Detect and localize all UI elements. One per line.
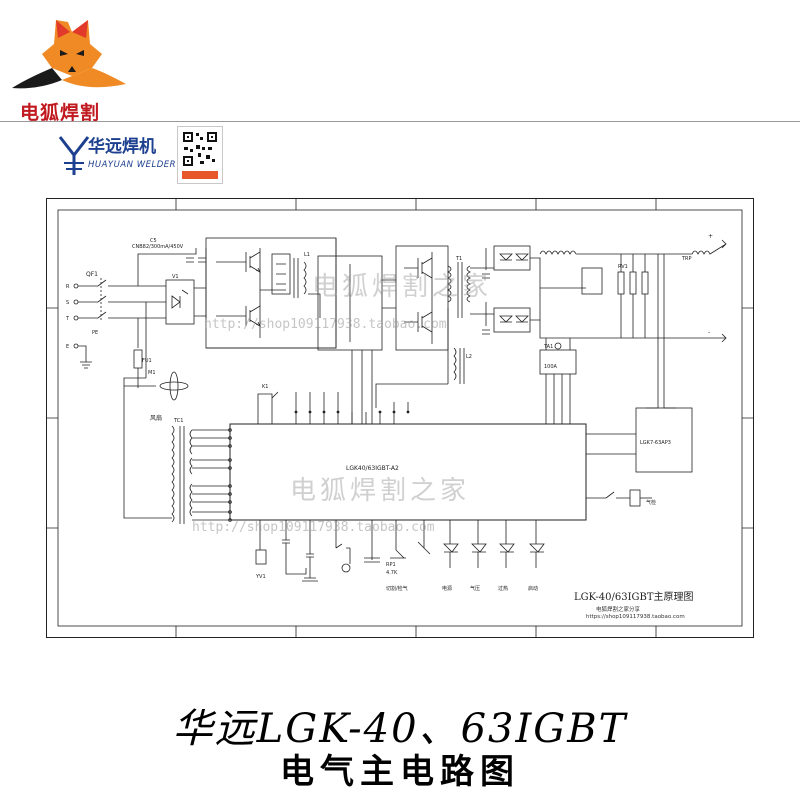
hl4-label: 启动 — [528, 585, 538, 592]
rp1-label: RP1 — [386, 562, 396, 568]
bridge-label: V1 — [172, 274, 179, 280]
fan-motor-label: M1 — [148, 370, 156, 376]
schematic-url: https://shop109117938.taobao.com — [586, 614, 685, 620]
gas-test-label: 气检 — [646, 499, 656, 506]
cut-switch-label: 切割/检气 — [386, 585, 408, 592]
yv-label: YV1 — [255, 574, 266, 580]
l1-label: L1 — [304, 252, 310, 258]
schematic-credit: 电狐焊割之家分享 — [596, 607, 641, 613]
phase-t-label: T — [65, 316, 70, 322]
caption-model: LGK-40、63IGBT — [256, 706, 628, 752]
tc1-label: TC1 — [173, 418, 183, 424]
hl1-label: 电源 — [442, 585, 452, 592]
rv1-label: RV1 — [618, 264, 628, 270]
maker-logo — [54, 131, 174, 177]
qr-code — [177, 126, 223, 184]
output-board-label: LGK7-63AP3 — [640, 440, 671, 446]
hl3-label: 过热 — [498, 585, 508, 592]
caption-maker: 华远 — [172, 706, 257, 752]
pe-label: PE — [92, 330, 98, 336]
watermark-text: 电狐焊割之家 — [312, 272, 493, 302]
l2-label: L2 — [466, 354, 472, 360]
watermark-url: http://shop109117938.taobao.com — [192, 520, 435, 535]
fan-label: 风扇 — [150, 414, 162, 422]
circuit-schematic: QF1 R S T E PE C5 CNB82/300mA/450V V1 FU… — [46, 198, 754, 638]
k1-label: K1 — [262, 384, 268, 390]
maker-name-cn: 华远焊机 — [88, 137, 156, 157]
fox-logo-icon — [12, 20, 126, 89]
ta1-label: TA1 — [543, 344, 553, 350]
main-board-label: LGK40/63IGBT-A2 — [346, 465, 399, 472]
header-divider — [0, 121, 800, 122]
watermark-text: 电狐焊割之家 — [290, 476, 471, 506]
maker-name-en: HUAYUAN WELDER — [88, 160, 177, 170]
earth-label: E — [66, 344, 69, 350]
phase-s-label: S — [66, 300, 69, 306]
shop-brand-name: 电狐焊割 — [20, 102, 101, 124]
schematic-title: LGK-40/63IGBT主原理图 — [574, 592, 694, 603]
fox-logo — [8, 10, 128, 100]
qr-code-icon — [182, 131, 218, 179]
c5-label: C5 — [150, 238, 157, 244]
fuse-label: FU1 — [142, 358, 152, 364]
hl2-label: 气压 — [470, 585, 480, 592]
ta1-rating-label: 100A — [544, 364, 558, 370]
caption-subtitle: 电气主电路图 — [280, 752, 520, 792]
output-minus-label: - — [708, 329, 710, 336]
phase-r-label: R — [66, 284, 70, 290]
breaker-label: QF1 — [86, 271, 98, 278]
output-plus-label: + — [708, 233, 713, 240]
t1-label: T1 — [455, 256, 462, 262]
torch-label: TRP — [681, 256, 692, 262]
pot-value-label: 4.7K — [386, 570, 398, 576]
schematic-drawing: QF1 R S T E PE C5 CNB82/300mA/450V V1 FU… — [46, 198, 754, 638]
maker-logo-icon — [58, 136, 90, 175]
watermark-url: http://shop109117938.taobao.com — [204, 317, 447, 332]
cap-spec-label: CNB82/300mA/450V — [132, 244, 184, 250]
caption-title: 华远LGK-40、63IGBT — [0, 696, 800, 754]
